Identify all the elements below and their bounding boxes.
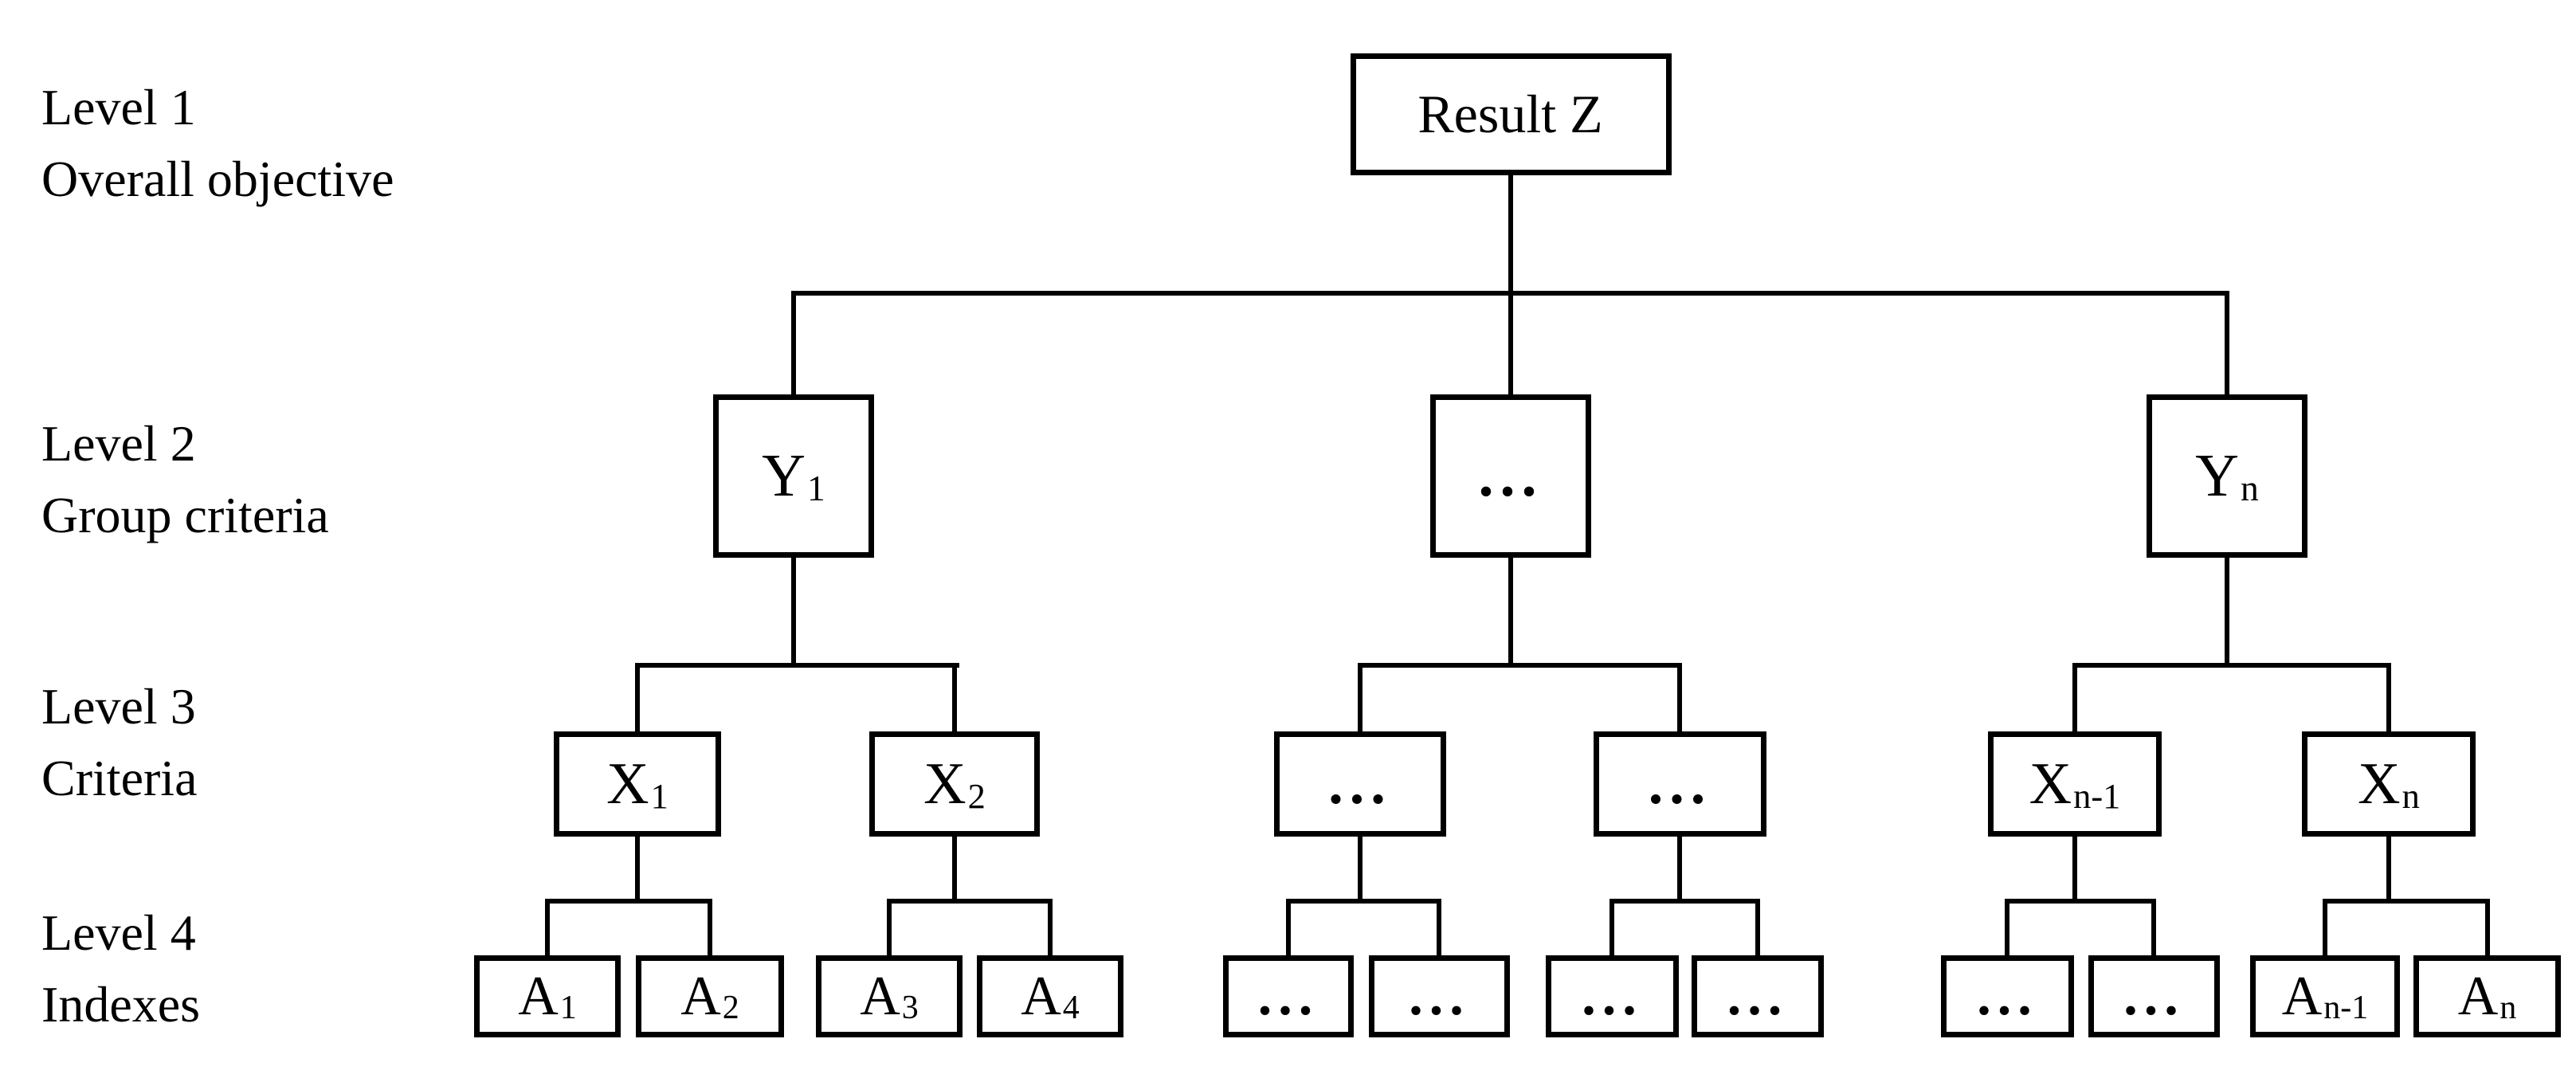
edge-y1-drop-x1 <box>635 663 640 735</box>
edge-root-stub <box>1508 175 1513 296</box>
node-an: An <box>2413 955 2561 1037</box>
edge-xn1-drop-2 <box>2151 899 2156 959</box>
edge-y1-stub <box>791 556 796 668</box>
edge-l1-drop-ydots <box>1508 291 1513 398</box>
level-caption-line: Indexes <box>41 976 201 1033</box>
ellipsis-label: ... <box>1727 965 1789 1027</box>
edge-xn-drop-an <box>2485 899 2490 959</box>
edge-y1-drop-x2 <box>952 663 957 735</box>
node-a1: A1 <box>474 955 621 1037</box>
edge-ydots-drop-left <box>1358 663 1362 735</box>
edge-x1-bar <box>545 899 712 904</box>
node-label: Result Z <box>1417 84 1603 144</box>
level-4-caption: Level 4 Indexes <box>41 897 200 1041</box>
ellipsis-label: ... <box>1977 965 2038 1027</box>
level-3-caption: Level 3 Criteria <box>41 671 197 814</box>
edge-x1-drop-a2 <box>708 899 712 959</box>
node-a3: A3 <box>816 955 963 1037</box>
edge-xn-bar <box>2323 899 2490 904</box>
edge-xdots-right-stub <box>1677 835 1682 901</box>
ellipsis-label: ... <box>1478 442 1543 509</box>
node-label: An <box>2457 965 2517 1027</box>
edge-ydots-drop-right <box>1677 663 1682 735</box>
edge-ydots-stub <box>1508 556 1513 668</box>
edge-xdots-left-bar <box>1286 899 1441 904</box>
level-caption-line: Level 1 <box>41 79 196 135</box>
edge-xdots-left-stub <box>1358 835 1362 901</box>
edge-x2-drop-a3 <box>887 899 892 959</box>
edge-yn-bar <box>2072 663 2391 668</box>
edge-xn1-drop-1 <box>2005 899 2009 959</box>
node-label: Yn <box>2195 442 2259 509</box>
node-x2: X2 <box>869 731 1040 837</box>
node-label: A1 <box>518 965 577 1027</box>
level-caption-line: Level 4 <box>41 904 196 961</box>
node-label: A3 <box>860 965 919 1027</box>
level-caption-line: Overall objective <box>41 151 394 207</box>
node-label: Y1 <box>762 442 825 509</box>
node-xn-minus-1: Xn-1 <box>1988 731 2162 837</box>
node-a-ellipsis-5: ... <box>1941 955 2074 1037</box>
edge-xdots-right-bar <box>1610 899 1760 904</box>
edge-xn1-bar <box>2005 899 2156 904</box>
node-xn: Xn <box>2302 731 2476 837</box>
ellipsis-label: ... <box>1328 751 1392 817</box>
edge-x1-stub <box>635 835 640 901</box>
edge-x2-drop-a4 <box>1048 899 1053 959</box>
edge-l1-drop-y1 <box>791 291 796 398</box>
level-caption-line: Level 2 <box>41 415 196 472</box>
edge-yn-stub <box>2225 556 2229 668</box>
node-y-ellipsis: ... <box>1430 394 1591 558</box>
node-x-ellipsis-right: ... <box>1594 731 1766 837</box>
node-x1: X1 <box>554 731 721 837</box>
edge-l1-drop-yn <box>2225 291 2229 398</box>
edge-xn-stub <box>2386 835 2391 901</box>
ellipsis-label: ... <box>1257 965 1319 1027</box>
node-label: Xn-1 <box>2029 751 2121 817</box>
edge-xdots-right-drop-2 <box>1755 899 1760 959</box>
edge-xn-drop-an1 <box>2323 899 2327 959</box>
edge-x2-bar <box>887 899 1053 904</box>
node-a4: A4 <box>977 955 1123 1037</box>
level-caption-line: Criteria <box>41 750 198 806</box>
node-a-ellipsis-2: ... <box>1369 955 1510 1037</box>
edge-xdots-left-drop-2 <box>1437 899 1441 959</box>
edge-yn-drop-xn <box>2386 663 2391 735</box>
node-a2: A2 <box>636 955 784 1037</box>
node-label: A4 <box>1021 965 1080 1027</box>
level-caption-line: Group criteria <box>41 487 329 543</box>
level-1-caption: Level 1 Overall objective <box>41 72 394 215</box>
level-2-caption: Level 2 Group criteria <box>41 408 329 551</box>
ellipsis-label: ... <box>1648 751 1712 817</box>
edge-x2-stub <box>952 835 957 901</box>
edge-xn1-stub <box>2072 835 2077 901</box>
edge-x1-drop-a1 <box>545 899 550 959</box>
edge-xdots-left-drop-1 <box>1286 899 1291 959</box>
node-result-z: Result Z <box>1351 53 1672 175</box>
node-a-ellipsis-4: ... <box>1692 955 1824 1037</box>
level-caption-line: Level 3 <box>41 678 196 735</box>
node-y1: Y1 <box>713 394 874 558</box>
node-label: An-1 <box>2281 965 2369 1027</box>
node-an-minus-1: An-1 <box>2250 955 2400 1037</box>
node-label: Xn <box>2358 751 2420 817</box>
node-yn: Yn <box>2147 394 2307 558</box>
ellipsis-label: ... <box>1582 965 1643 1027</box>
edge-xdots-right-drop-1 <box>1610 899 1614 959</box>
node-label: X2 <box>923 751 986 817</box>
node-label: X1 <box>606 751 669 817</box>
ellipsis-label: ... <box>2123 965 2185 1027</box>
edge-yn-drop-xn1 <box>2072 663 2077 735</box>
edge-ydots-bar <box>1358 663 1682 668</box>
node-a-ellipsis-1: ... <box>1223 955 1354 1037</box>
node-label: A2 <box>680 965 739 1027</box>
ellipsis-label: ... <box>1409 965 1470 1027</box>
node-a-ellipsis-6: ... <box>2088 955 2220 1037</box>
node-a-ellipsis-3: ... <box>1546 955 1679 1037</box>
edge-y1-bar <box>635 663 959 668</box>
node-x-ellipsis-left: ... <box>1274 731 1446 837</box>
